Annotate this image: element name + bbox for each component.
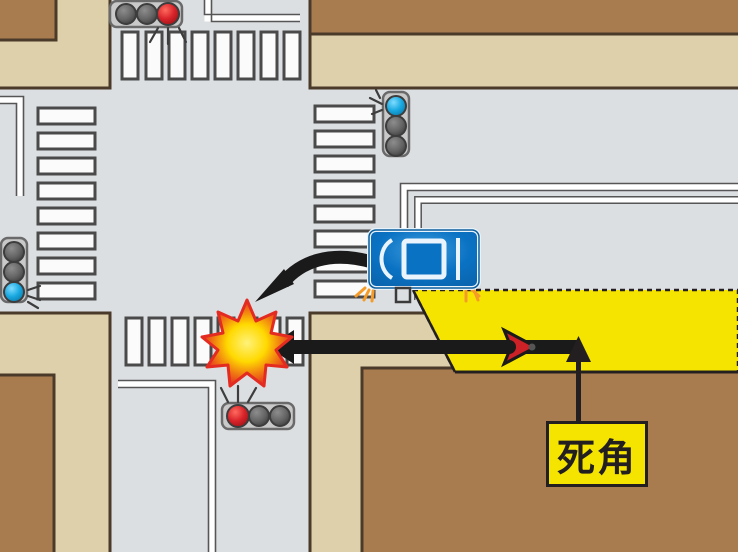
building-southwest: [0, 373, 56, 552]
west-signal: [0, 236, 42, 310]
north-signal-lamp-2: [136, 3, 158, 25]
west-signal-lamp-2: [3, 261, 25, 283]
motorcycle-headlight-icon: [528, 343, 536, 351]
callout-arrow-shaft: [576, 350, 581, 428]
lane-markings-west: [0, 95, 25, 196]
north-signal-lamp-3-red: [156, 2, 180, 26]
north-signal-rays: [148, 26, 188, 46]
building-northwest: [0, 0, 58, 42]
car-turn-arrow: [255, 250, 374, 302]
west-signal-lamp-1: [3, 241, 25, 263]
west-crosswalk: [36, 106, 97, 301]
south-signal-rays: [219, 384, 258, 404]
motorcycle-rider-head: [502, 340, 516, 354]
east-signal-lamp-1-blue: [385, 95, 407, 117]
north-signal-lamp-1: [115, 3, 137, 25]
blind-spot-left-edge: [411, 289, 457, 373]
north-crosswalk: [120, 30, 302, 81]
car-arrow-head: [255, 269, 294, 302]
center-line-south-edge-b: [118, 386, 210, 552]
lane-markings-south: [118, 379, 217, 552]
block-southwest: [0, 311, 112, 552]
building-northeast: [308, 0, 738, 36]
callout-arrow-head: [566, 336, 591, 362]
lane-markings-north: [203, 0, 300, 23]
east-signal-lamp-3: [385, 135, 407, 157]
blue-car: [354, 228, 481, 303]
center-line-south-edge-a: [118, 379, 217, 552]
center-line-south: [118, 380, 216, 552]
center-line-west-edge-a: [0, 95, 25, 196]
south-signal: [219, 384, 296, 431]
car-windscreen: [379, 238, 394, 280]
car-roof: [401, 238, 447, 280]
block-northwest: [0, 0, 112, 90]
east-signal-rays: [368, 88, 384, 116]
collision-starburst: [200, 298, 294, 388]
east-crosswalk: [313, 104, 376, 299]
indicator-rear-left: [354, 286, 375, 303]
motorcycle-icon: [490, 326, 550, 368]
east-signal: [368, 88, 411, 158]
center-line-north-edge-b: [210, 0, 300, 23]
blind-spot-label: 死角: [546, 421, 648, 487]
road-marker: [394, 286, 412, 304]
west-signal-lamp-3-blue: [3, 281, 25, 303]
center-line-west: [0, 96, 24, 196]
car-body-outline: [368, 229, 480, 289]
north-signal: [108, 0, 188, 46]
south-signal-lamp-1-red: [226, 404, 250, 428]
collision-burst: [200, 298, 294, 388]
west-signal-rays: [26, 284, 42, 310]
south-signal-lamp-3: [269, 405, 291, 427]
center-line-north: [204, 0, 300, 22]
south-signal-lamp-2: [248, 405, 270, 427]
center-line-west-edge-b: [0, 102, 18, 196]
block-northeast: [308, 0, 738, 90]
east-signal-lamp-2: [385, 115, 407, 137]
blind-spot-callout-arrow: [566, 336, 591, 428]
center-line-north-edge-a: [203, 0, 300, 16]
